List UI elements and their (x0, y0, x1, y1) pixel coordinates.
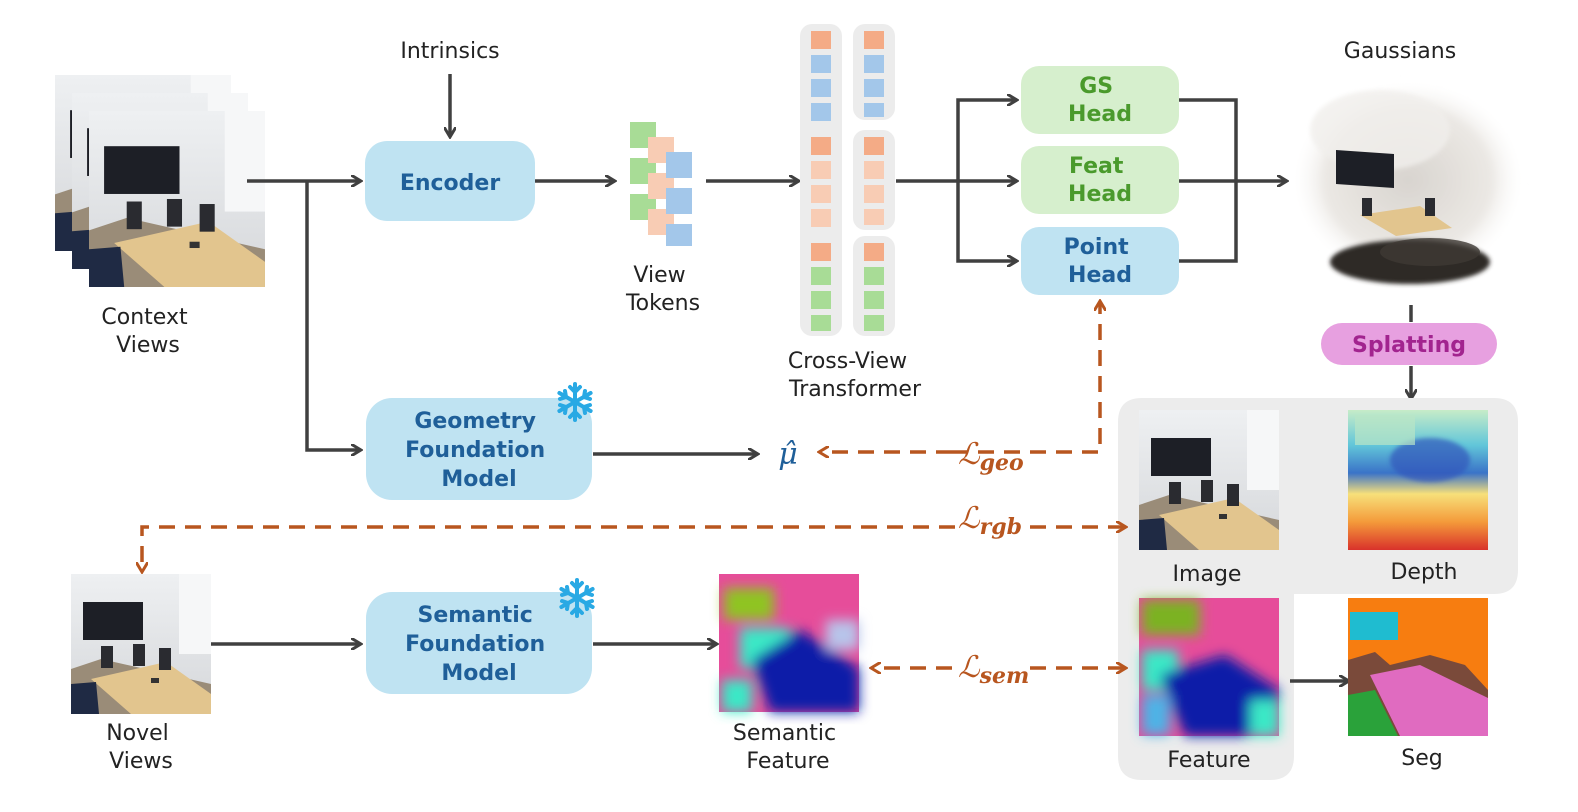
seg-label: Seg (1401, 746, 1442, 771)
context-arrows (247, 181, 614, 450)
depth-map (1348, 410, 1488, 550)
splatting-box: Splatting (1321, 323, 1497, 365)
novel-views-image (71, 574, 211, 714)
svg-text:Semantic Foundation: Semantic Foundation Model (405, 603, 553, 686)
view-tokens-label: View Tokens (625, 263, 700, 316)
svg-text:Geometry Foundation: Geometry Foundation Model (405, 409, 553, 492)
image-label: Image (1173, 562, 1242, 587)
encoder-box: Encoder (365, 141, 535, 221)
loss-geo-label: ℒgeo (958, 437, 1024, 476)
svg-text:Feat Head: Feat Head (1068, 154, 1132, 207)
segmentation-map (1348, 598, 1488, 736)
point-head-box: Point Head (1021, 227, 1179, 295)
depth-label: Depth (1390, 560, 1457, 585)
snowflake-icon (557, 382, 593, 422)
feature-label: Feature (1167, 748, 1250, 773)
encoder-label: Encoder (400, 171, 501, 196)
snowflake-icon (559, 578, 595, 618)
loss-geo-arrow (820, 302, 1100, 452)
loss-rgb-arrow (142, 527, 1125, 571)
gaussians-splat-image (1290, 78, 1526, 284)
gs-head-box: GS Head (1021, 66, 1179, 134)
cross-view-transformer-label: Cross-View Transformer (788, 349, 922, 402)
heads-to-gaussians-arrows (1179, 98, 1286, 263)
svg-text:GS Head: GS Head (1068, 74, 1132, 127)
rendered-feature-map (1139, 598, 1279, 736)
svg-text:Splatting: Splatting (1352, 333, 1466, 358)
context-views-stack (55, 75, 265, 287)
gaussians-label: Gaussians (1344, 39, 1456, 64)
semantic-feature-map (719, 574, 859, 712)
svg-text:Point Head: Point Head (1064, 235, 1137, 288)
transformer-to-heads-arrows (896, 100, 1016, 261)
intrinsics-label: Intrinsics (400, 39, 499, 64)
rendered-image (1139, 410, 1279, 550)
novel-views-label: Novel Views (106, 721, 176, 774)
loss-sem-label: ℒsem (958, 650, 1029, 689)
mu-hat-symbol: μ̂ (778, 437, 798, 472)
context-views-label: Context Views (101, 305, 194, 358)
semantic-feature-label: Semantic Feature (733, 721, 843, 774)
geometry-foundation-model-box: Geometry Foundation Model (366, 398, 592, 500)
view-tokens-icon (630, 122, 692, 246)
loss-rgb-label: ℒrgb (958, 501, 1022, 540)
cross-view-transformer (800, 24, 895, 336)
semantic-foundation-model-box: Semantic Foundation Model (366, 592, 592, 694)
feat-head-box: Feat Head (1021, 146, 1179, 214)
